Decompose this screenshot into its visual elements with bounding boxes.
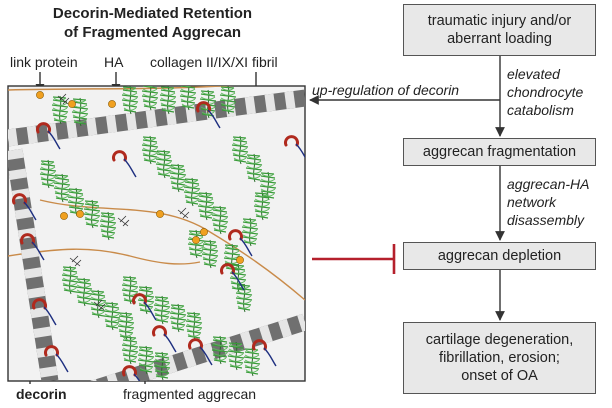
flow-step-disassembly-line-3: disassembly [507, 212, 585, 228]
flow-step-disassembly-line-1: aggrecan-HA [507, 176, 590, 192]
flow-box-injury-line-1: traumatic injury and/or [427, 13, 572, 29]
ha-label: HA [104, 54, 124, 70]
flow-box-depletion: aggrecan depletion [403, 242, 596, 270]
link-protein-label: link protein [10, 54, 78, 70]
link-protein-cluster [36, 91, 244, 264]
upregulation-label: up-regulation of decorin [312, 82, 460, 98]
flow-box-injury-line-2: aberrant loading [447, 31, 552, 47]
flow-step-catabolism-line-2: chondrocyte [507, 84, 584, 100]
flow-step-catabolism: elevated chondrocyte catabolism [507, 65, 583, 119]
flow-box-injury: traumatic injury and/or aberrant loading [403, 4, 596, 56]
flow-box-degeneration-line-1: cartilage degeneration, [425, 332, 574, 348]
collagen-fibril [8, 148, 59, 381]
collagen-fibril [90, 313, 305, 381]
flow-step-catabolism-line-3: catabolism [507, 102, 574, 118]
collagen-fibril [8, 89, 305, 147]
aggrecan-fragment-cluster [57, 93, 190, 311]
ha-chain [8, 248, 201, 265]
decorin-label: decorin [16, 386, 67, 402]
title-line-1: Decorin-Mediated Retention [52, 5, 253, 22]
flow-step-disassembly: aggrecan-HA network disassembly [507, 175, 590, 229]
flow-box-degeneration-line-3: onset of OA [461, 368, 538, 384]
diagram-title: Decorin-Mediated Retention of Fragmented… [20, 4, 285, 42]
fragmented-aggrecan-label: fragmented aggrecan [123, 386, 257, 402]
flow-box-fragmentation: aggrecan fragmentation [403, 138, 596, 166]
flow-box-depletion-text: aggrecan depletion [437, 248, 562, 264]
ha-chain [8, 86, 234, 91]
title-line-2: of Fragmented Aggrecan [64, 24, 241, 41]
flow-step-disassembly-line-2: network [507, 194, 557, 210]
flow-box-cartilage-degeneration: cartilage degeneration, fibrillation, er… [403, 322, 596, 394]
matrix-illustration [7, 85, 306, 382]
collagen-fibril-label: collagen II/IX/XI fibril [150, 54, 278, 70]
flow-step-catabolism-line-1: elevated [507, 66, 560, 82]
flow-box-degeneration-line-2: fibrillation, erosion; [439, 350, 560, 366]
flow-box-fragmentation-text: aggrecan fragmentation [422, 144, 577, 160]
